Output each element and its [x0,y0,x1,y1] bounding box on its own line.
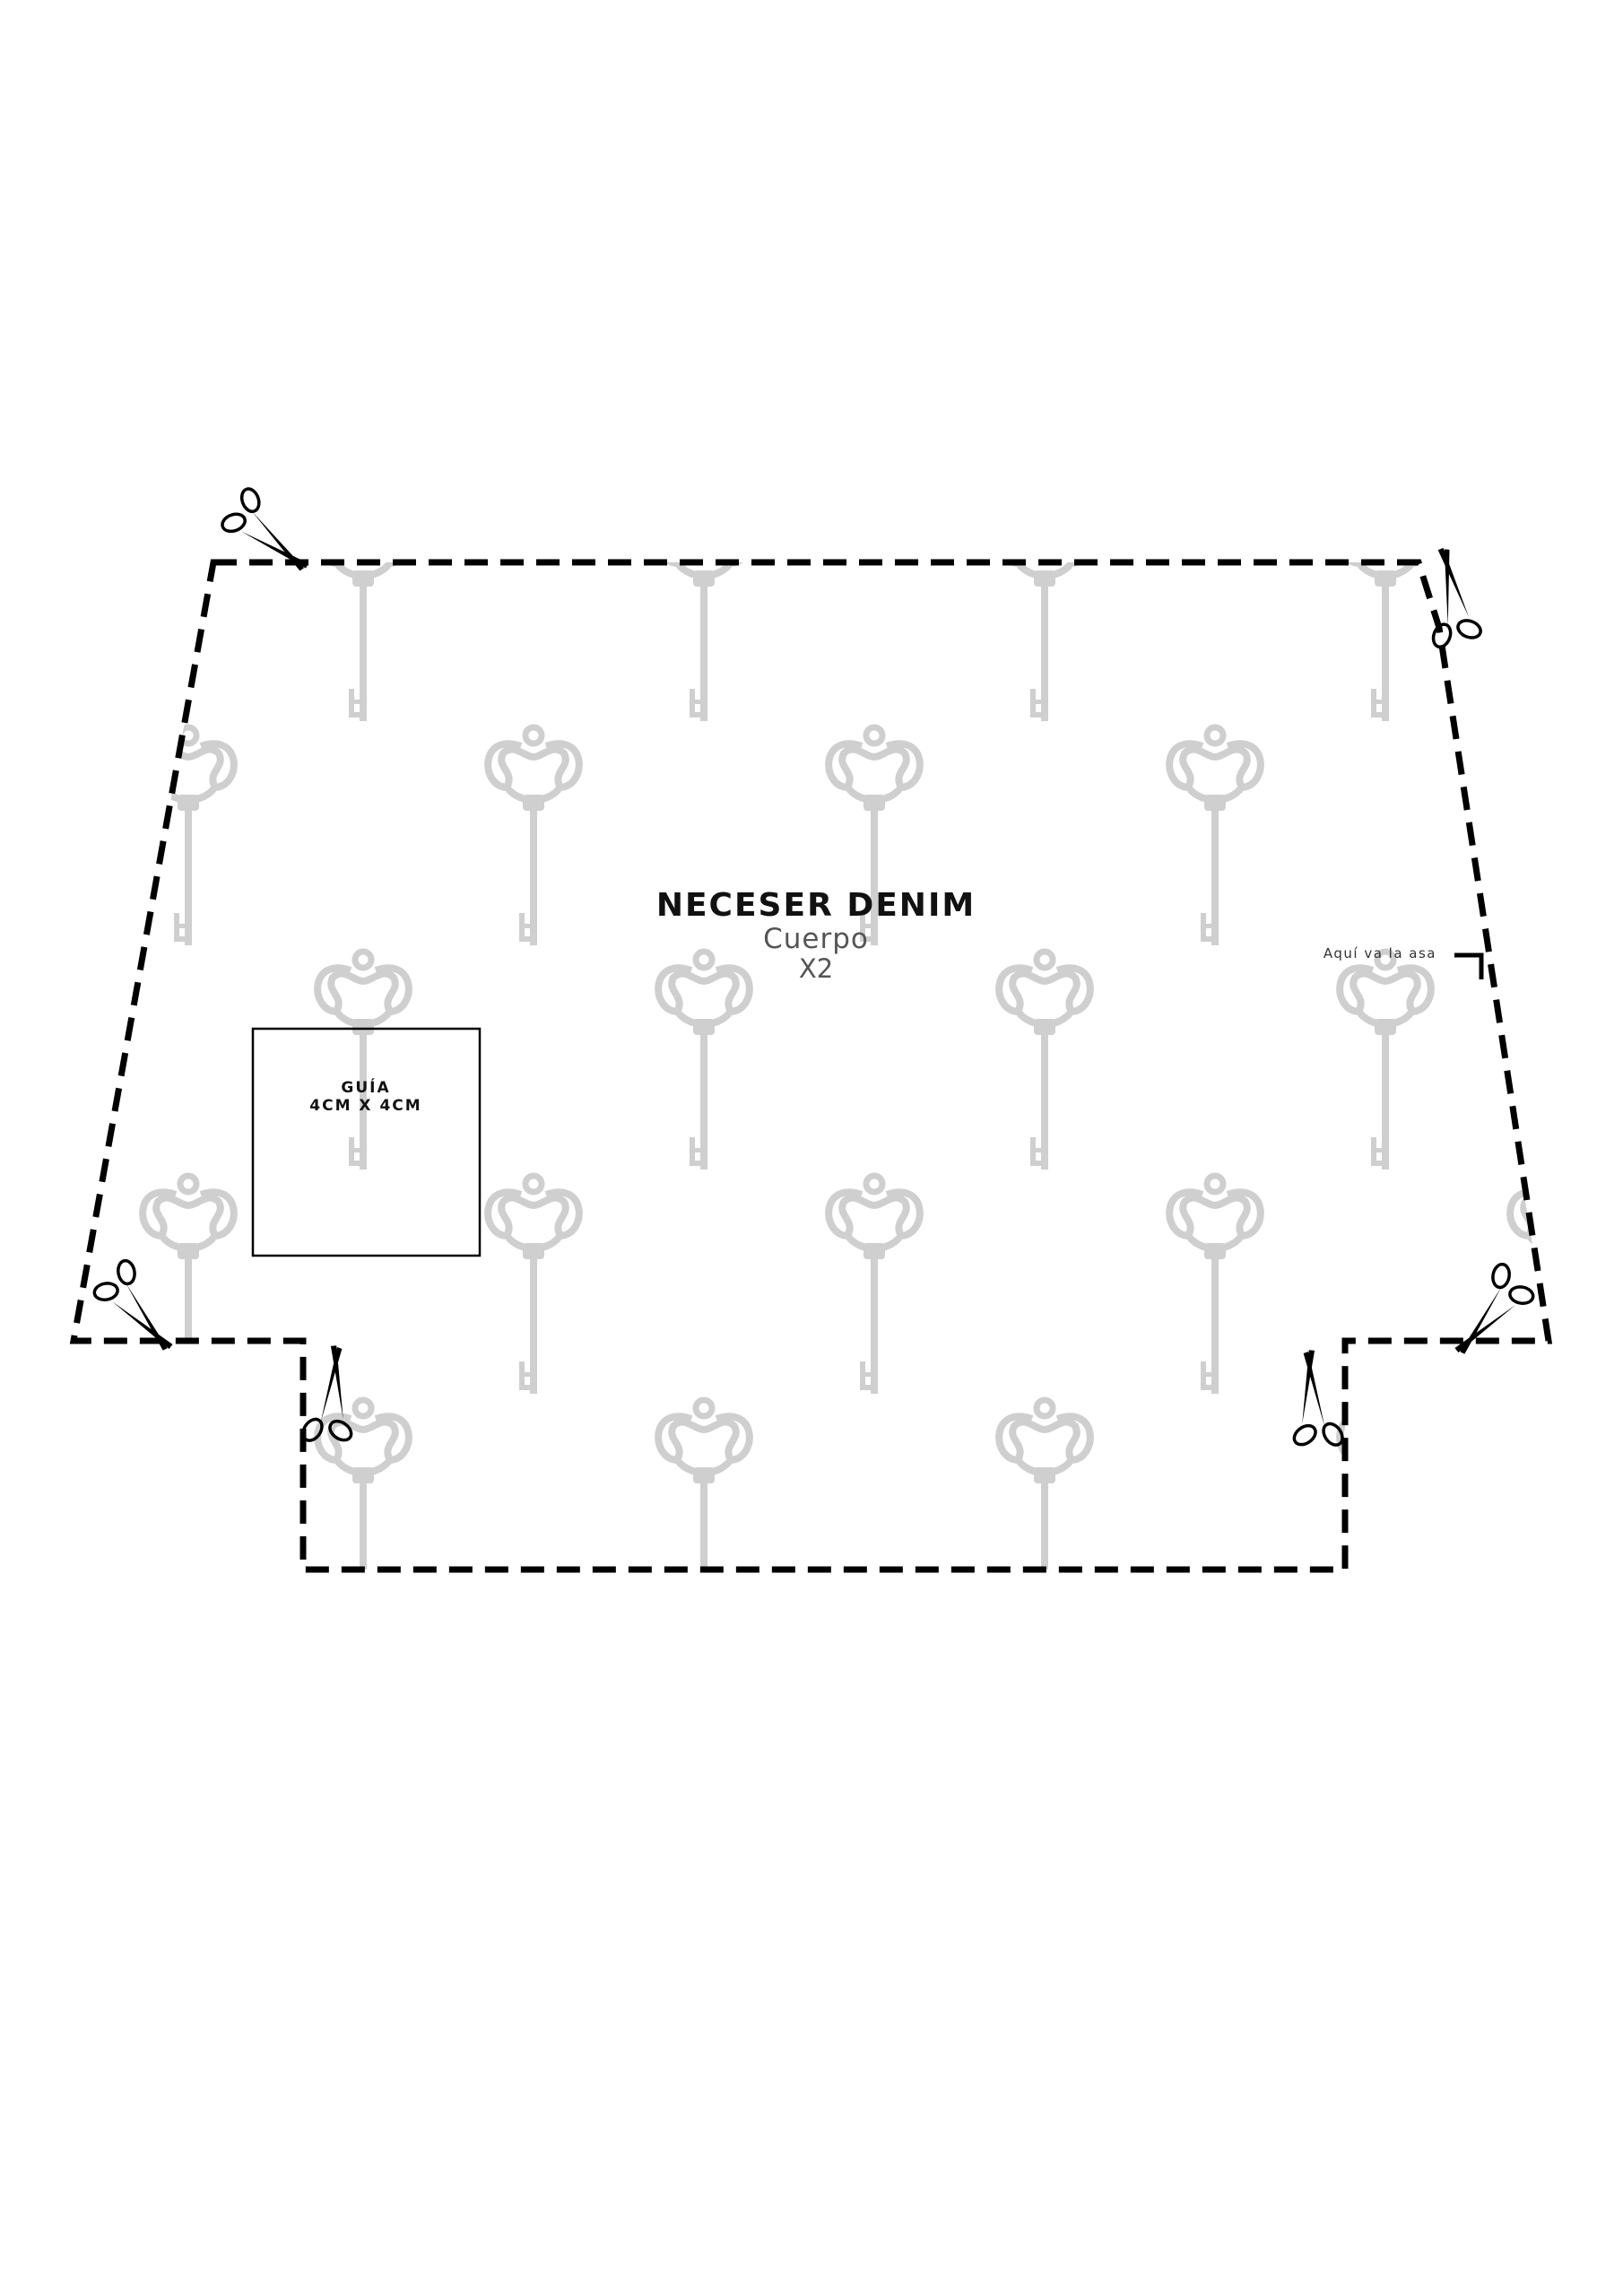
key-icon [658,503,750,721]
key-icon [488,1176,579,1394]
key-icon [1340,952,1431,1170]
piece-quantity: X2 [799,953,833,984]
key-icon [317,503,409,721]
key-icon [0,1400,64,1618]
key-icon [488,727,579,945]
key-icon [0,952,64,1170]
guide-size: 4CM X 4CM [309,1097,421,1115]
key-icon [999,503,1090,721]
key-icon [999,952,1090,1170]
key-icon [1510,1176,1601,1394]
handle-note: Aquí va la asa [1324,945,1436,961]
key-icon [829,1176,920,1394]
handle-marker [1454,952,1484,979]
key-icon [658,952,750,1170]
guide-label: GUÍA [341,1077,390,1097]
key-icon [1510,727,1601,945]
pattern-title: NECESER DENIM [656,887,976,924]
key-icon [1340,1400,1431,1618]
key-icon [143,1176,234,1394]
key-icon [143,727,234,945]
cut-line [69,559,1553,1573]
scissors-icon [1264,1344,1376,1466]
key-icon [1169,1176,1261,1394]
scissors-icon [212,480,322,574]
key-icon [1169,727,1261,945]
piece-name: Cuerpo [763,923,869,955]
guide-square [251,1027,482,1257]
key-icon [658,1400,750,1618]
key-icon [317,952,409,1170]
key-icon [0,503,64,721]
key-icon [1340,503,1431,721]
key-icon-pattern [0,503,1601,1618]
scissors-icon [78,1248,197,1355]
key-icon [999,1400,1090,1618]
